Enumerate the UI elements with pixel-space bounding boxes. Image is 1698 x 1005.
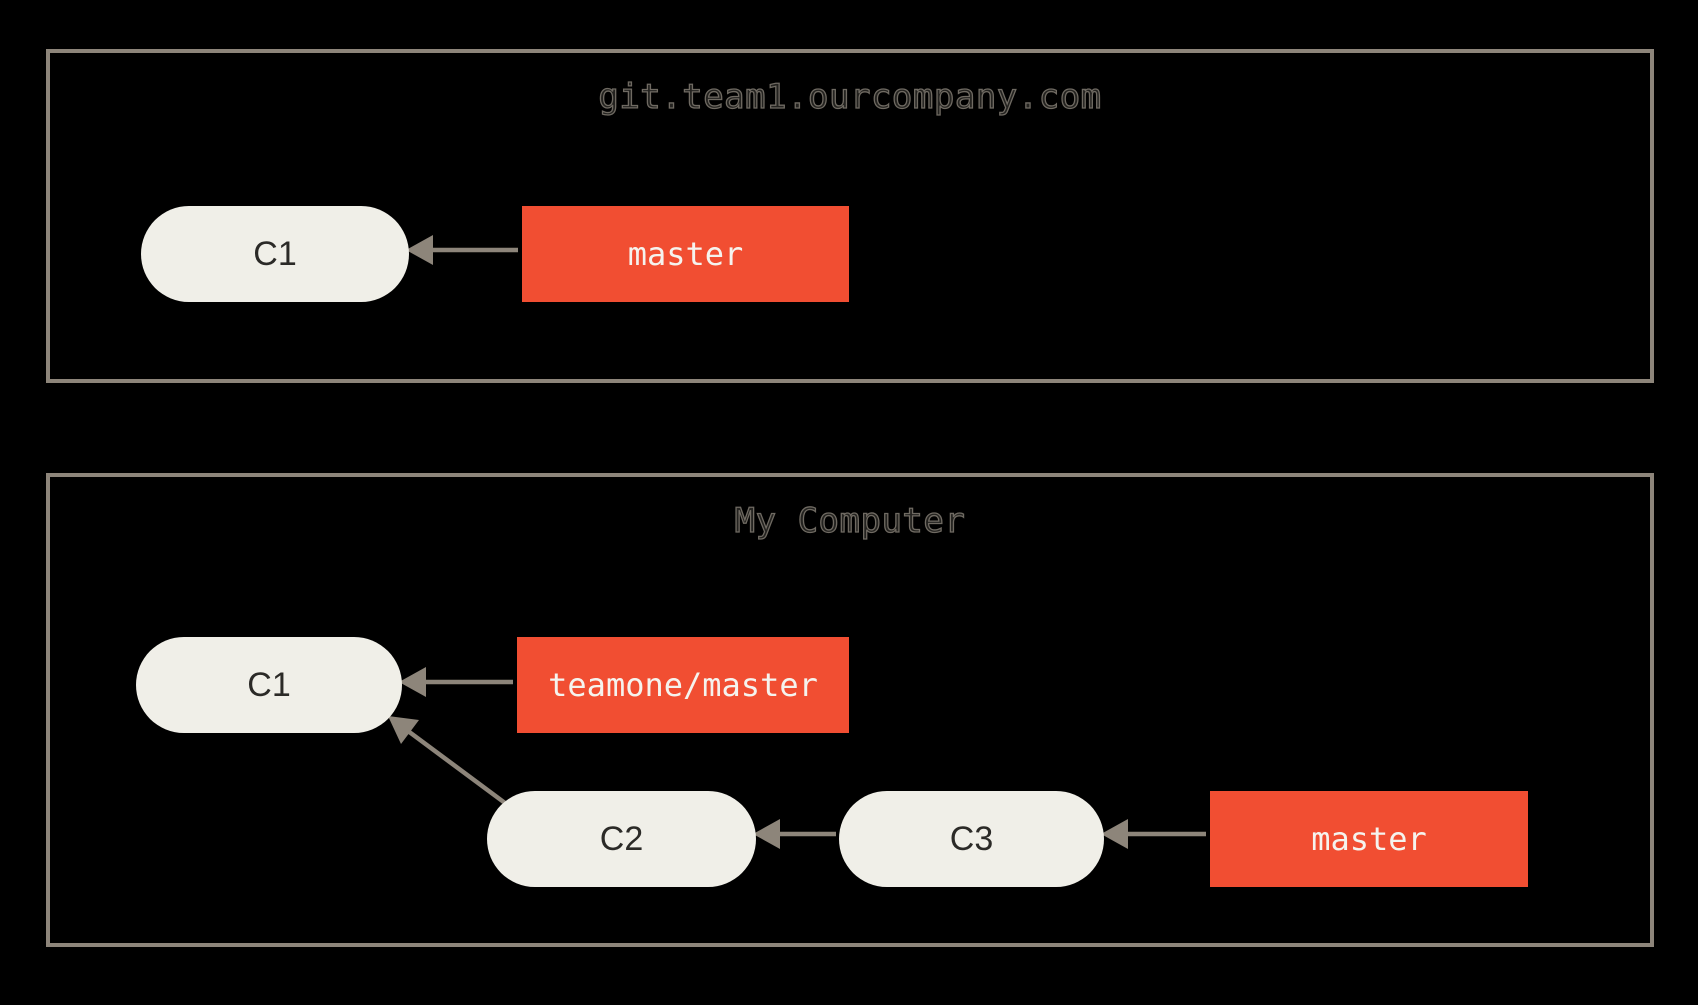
- remote-branch-master: master: [522, 206, 849, 302]
- local-repo-title: My Computer: [734, 500, 966, 541]
- local-commit-c1-label: C1: [247, 665, 291, 704]
- remote-commit-c1: C1: [141, 206, 409, 302]
- local-branch-master: master: [1210, 791, 1528, 887]
- local-commit-c2: C2: [487, 791, 756, 887]
- remote-commit-c1-label: C1: [253, 234, 297, 273]
- local-commit-c3: C3: [839, 791, 1104, 887]
- local-commit-c3-label: C3: [949, 819, 994, 858]
- local-branch-teamone-master: teamone/master: [517, 637, 849, 733]
- remote-repo-box: git.team1.ourcompany.com C1 master: [46, 49, 1654, 383]
- local-branch-teamone-master-label: teamone/master: [548, 666, 818, 704]
- remote-branch-master-label: master: [627, 235, 744, 273]
- local-branch-master-label: master: [1311, 820, 1427, 858]
- local-repo-box: My Computer C1 teamone/master C2 C3 mast…: [46, 473, 1654, 947]
- local-commit-c1: C1: [136, 637, 402, 733]
- remote-repo-title: git.team1.ourcompany.com: [598, 76, 1102, 117]
- local-commit-c2-label: C2: [599, 819, 644, 858]
